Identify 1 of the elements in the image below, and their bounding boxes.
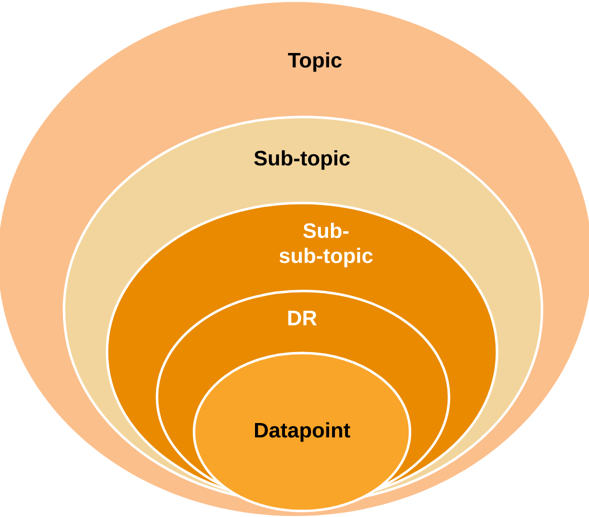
ellipse-region: Datapoint [192, 352, 412, 512]
